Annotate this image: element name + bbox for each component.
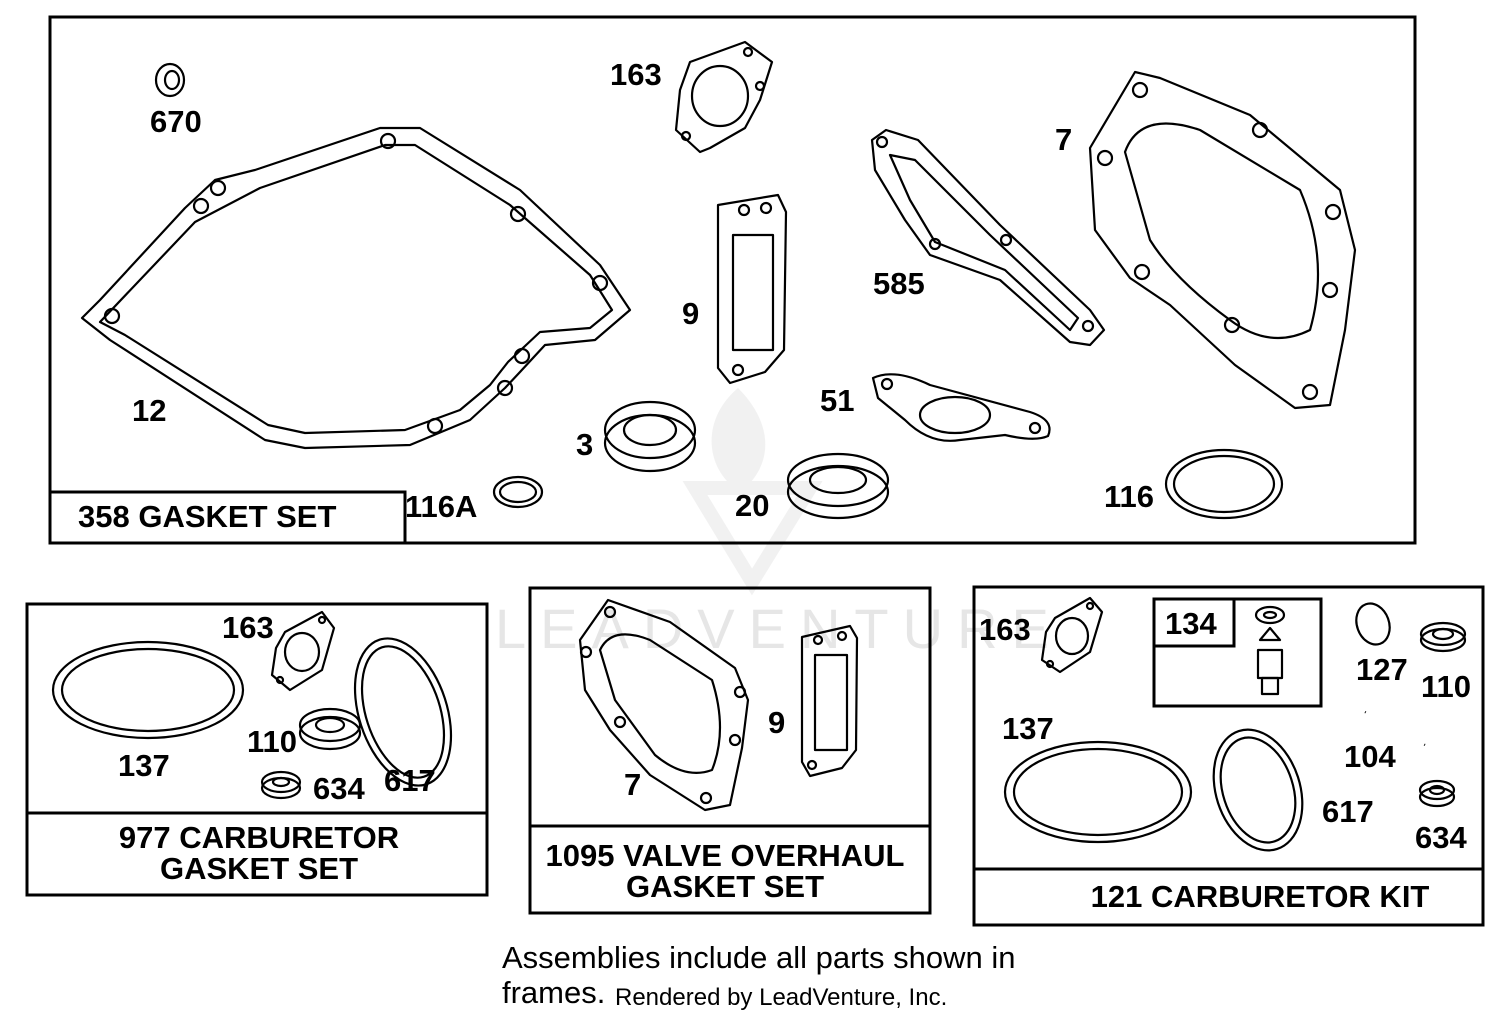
part-110-washer[interactable]: [298, 707, 362, 751]
label-163-b: 163: [222, 610, 274, 645]
label-134: 134: [1165, 606, 1217, 641]
part-127-plug[interactable]: [1351, 599, 1395, 649]
part-137-gasket[interactable]: [51, 640, 245, 740]
part-617-ring-kit[interactable]: [1199, 718, 1317, 862]
part-634-washer[interactable]: [260, 770, 302, 800]
watermark-logo: [682, 388, 823, 596]
label-20: 20: [735, 488, 769, 523]
label-9: 9: [682, 296, 699, 331]
label-617-b: 617: [384, 763, 436, 798]
gasket-set-title: 358 GASKET SET: [78, 499, 336, 534]
part-9-valve-cover-gasket-small[interactable]: [800, 624, 859, 778]
label-3: 3: [576, 427, 593, 462]
part-134-needle-valve[interactable]: [1254, 605, 1286, 696]
gasket-set-frame: [48, 15, 1417, 545]
part-163-gasket-kit[interactable]: [1040, 596, 1104, 674]
valve-overhaul-title-2: GASKET SET: [626, 869, 824, 904]
carb-kit-frame: [972, 585, 1485, 927]
label-116A: 116A: [405, 489, 477, 524]
part-12-crankcase-gasket[interactable]: [80, 126, 632, 450]
label-9-c: 9: [768, 705, 785, 740]
label-585: 585: [873, 266, 925, 301]
carb-gasket-set-title-2: GASKET SET: [160, 851, 358, 886]
gasket-set-title-box: [48, 490, 407, 545]
part-134-label-box: [1152, 597, 1236, 648]
part-134-frame: [1152, 597, 1323, 708]
part-137-gasket-kit[interactable]: [1003, 740, 1193, 844]
label-110-d: 110: [1421, 669, 1471, 704]
label-51: 51: [820, 383, 854, 418]
part-116A-ring[interactable]: [492, 475, 544, 509]
part-617-ring[interactable]: [338, 626, 469, 798]
label-7-c: 7: [624, 767, 641, 802]
carb-kit-title: 121 CARBURETOR KIT: [1091, 879, 1430, 914]
label-7: 7: [1055, 122, 1072, 157]
part-585-gasket[interactable]: [870, 128, 1106, 347]
part-116-ring[interactable]: [1164, 448, 1284, 520]
label-163-d: 163: [979, 612, 1031, 647]
valve-overhaul-frame: [528, 586, 932, 915]
part-110-washer-kit[interactable]: [1419, 621, 1467, 653]
assemblies-note-line1: Assemblies include all parts shown in: [502, 940, 1015, 975]
part-7-head-gasket-small[interactable]: [578, 598, 750, 812]
part-163-gasket-small[interactable]: [270, 610, 336, 692]
part-51-gasket[interactable]: [871, 373, 1051, 442]
label-137: 137: [118, 748, 170, 783]
label-12: 12: [132, 393, 166, 428]
part-634-washer-kit[interactable]: [1418, 779, 1456, 808]
part-104-pin[interactable]: [1364, 709, 1426, 748]
label-116: 116: [1104, 479, 1154, 514]
label-127: 127: [1356, 652, 1408, 687]
label-110-b: 110: [247, 724, 297, 759]
label-163: 163: [610, 57, 662, 92]
assemblies-note-line2: frames.: [502, 975, 605, 1010]
part-163-gasket[interactable]: [674, 40, 774, 154]
label-137-d: 137: [1002, 711, 1054, 746]
label-634-d: 634: [1415, 820, 1467, 855]
part-9-valve-cover-gasket[interactable]: [716, 193, 788, 385]
label-104: 104: [1344, 739, 1396, 774]
label-670: 670: [150, 104, 202, 139]
label-634-b: 634: [313, 771, 365, 806]
render-credit: Rendered by LeadVenture, Inc.: [615, 984, 947, 1011]
carb-gasket-set-frame: [25, 602, 489, 897]
part-3-oil-seal[interactable]: [603, 400, 697, 473]
valve-overhaul-title-1: 1095 VALVE OVERHAUL: [546, 838, 905, 873]
part-20-oil-seal[interactable]: [786, 452, 890, 520]
part-7-head-gasket[interactable]: [1088, 70, 1357, 410]
label-617-d: 617: [1322, 794, 1374, 829]
part-670-seal[interactable]: [154, 62, 186, 98]
carb-gasket-set-title-1: 977 CARBURETOR: [119, 820, 399, 855]
